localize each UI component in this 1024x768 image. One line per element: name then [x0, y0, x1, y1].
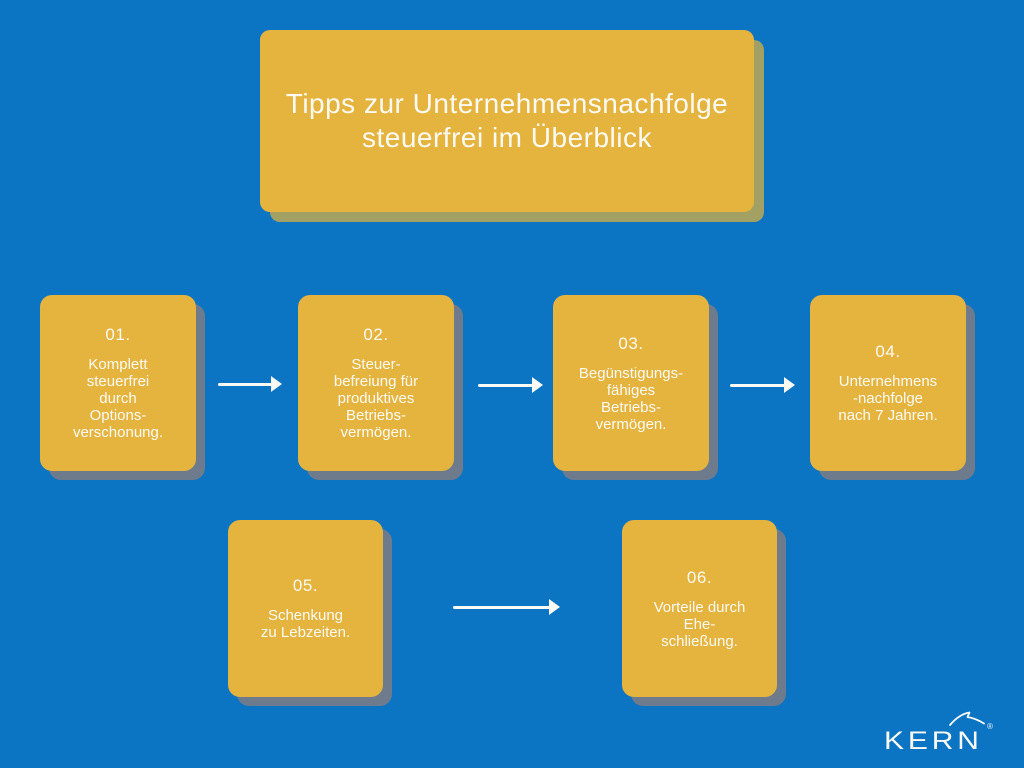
step-card-01: 01. Komplett steuerfrei durch Options- v… — [40, 295, 196, 471]
kern-logo: KERN ® — [884, 708, 1002, 756]
arrow-shaft — [730, 383, 786, 387]
roof-swoosh-icon — [949, 711, 985, 726]
arrow-shaft — [218, 382, 273, 386]
step-number: 05. — [292, 576, 319, 595]
registered-mark: ® — [987, 722, 993, 731]
arrow-right-icon — [453, 598, 560, 616]
step-text: Vorteile durch Ehe- schließung. — [653, 598, 746, 650]
step-number: 02. — [363, 325, 389, 344]
kern-logo-graphic: KERN ® — [884, 711, 993, 754]
step-card-04: 04. Unternehmens -nachfolge nach 7 Jahre… — [810, 295, 966, 471]
arrow-head — [271, 376, 282, 392]
step-text: Komplett steuerfrei durch Options- versc… — [72, 356, 164, 441]
step-number: 01. — [105, 325, 131, 344]
arrow-head — [784, 377, 795, 393]
arrow-right-icon — [218, 375, 282, 393]
step-text: Unternehmens -nachfolge nach 7 Jahren. — [838, 373, 938, 424]
step-number: 06. — [686, 567, 713, 587]
step-number: 04. — [875, 342, 901, 361]
step-card-03: 03. Begünstigungs- fähiges Betriebs- ver… — [553, 295, 709, 471]
page-title: Tipps zur Unternehmensnachfolge steuerfr… — [285, 88, 729, 153]
title-card: Tipps zur Unternehmensnachfolge steuerfr… — [260, 30, 754, 212]
step-card-06: 06. Vorteile durch Ehe- schließung. — [622, 520, 777, 697]
arrow-right-icon — [730, 376, 795, 394]
arrow-head — [549, 599, 560, 615]
step-text: Begünstigungs- fähiges Betriebs- vermöge… — [578, 364, 684, 433]
step-text: Schenkung zu Lebzeiten. — [260, 607, 351, 641]
step-number: 03. — [618, 333, 644, 353]
step-text: Steuer- befreiung für produktives Betrie… — [333, 356, 419, 441]
arrow-head — [532, 377, 543, 393]
arrow-shaft — [478, 383, 534, 387]
step-card-02: 02. Steuer- befreiung für produktives Be… — [298, 295, 454, 471]
kern-logo-text: KERN — [884, 726, 983, 754]
arrow-right-icon — [478, 376, 543, 394]
step-card-05: 05. Schenkung zu Lebzeiten. — [228, 520, 383, 697]
arrow-shaft — [453, 605, 551, 609]
